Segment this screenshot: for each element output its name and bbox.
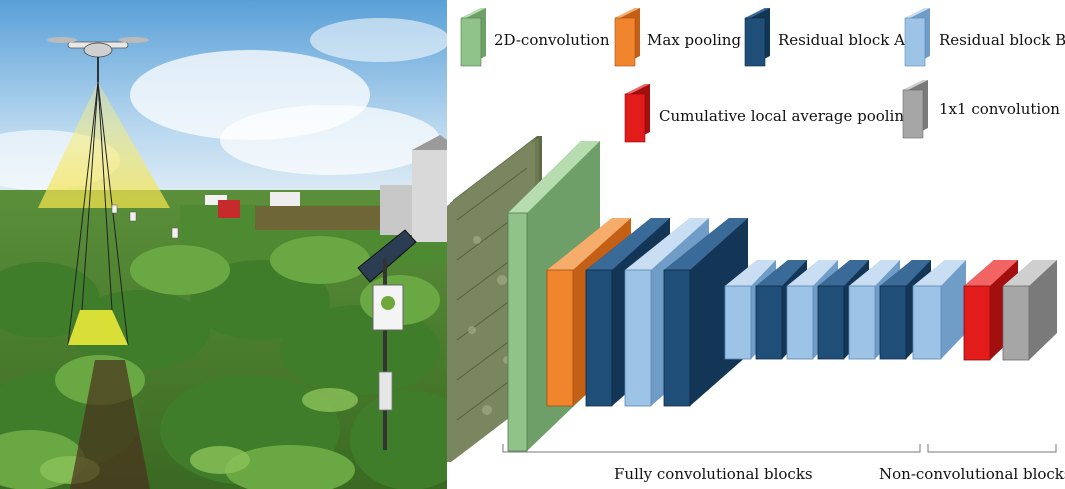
legend: 2D-convolution Max pooling Residual bloc… [460, 8, 1065, 143]
legend-label: Max pooling [647, 31, 741, 49]
cnn-architecture-diagram: 2D-convolution Max pooling Residual bloc… [447, 8, 1065, 483]
legend-item-1x1-convolution: 1x1 convolution [902, 80, 1060, 139]
group-label-fully-convolutional: Fully convolutional blocks [614, 465, 813, 483]
field-scene-illustration [0, 0, 447, 489]
bracket-non-convolutional [927, 444, 1057, 453]
legend-item-cumulative-local-average-pooling: Cumulative local average pooling [624, 84, 914, 143]
legend-item-max-pooling: Max pooling [614, 8, 741, 67]
legend-label: 2D-convolution [494, 31, 610, 49]
group-brackets [502, 444, 1057, 453]
bracket-fully-convolutional [502, 444, 921, 453]
block-residual-b [912, 260, 966, 360]
legend-label: Cumulative local average pooling [659, 107, 914, 125]
legend-label: 1x1 convolution [939, 100, 1060, 118]
network-blocks [507, 141, 1057, 452]
block-1x1-convolution [1002, 260, 1057, 361]
group-label-non-convolutional: Non-convolutional blocks [879, 465, 1065, 483]
sensor-logo-icon [381, 296, 395, 310]
legend-item-2d-convolution: 2D-convolution [460, 8, 610, 67]
drone-icon [47, 37, 149, 82]
legend-item-residual-block-a: Residual block A [744, 8, 905, 67]
legend-label: Residual block B [939, 31, 1065, 49]
legend-item-residual-block-b: Residual block B [904, 8, 1065, 67]
legend-label: Residual block A [778, 31, 905, 49]
